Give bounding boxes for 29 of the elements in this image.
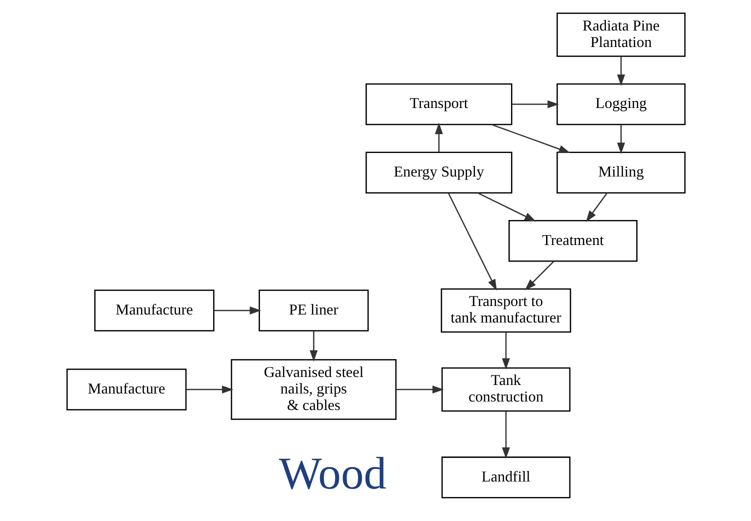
arrow: [511, 100, 558, 108]
arrow: [434, 122, 442, 152]
node-box: Manufacture: [94, 290, 214, 332]
arrow: [524, 260, 554, 290]
node-box: Transport to tank manufacturer: [440, 288, 571, 333]
arrow: [309, 331, 318, 362]
arrow: [447, 192, 496, 291]
arrow: [395, 386, 444, 394]
arrow: [501, 411, 510, 459]
node-box: Manufacture: [66, 368, 186, 410]
node-box: Galvanised steel nails, grips & cables: [230, 359, 396, 420]
arrow: [476, 192, 536, 222]
node-box: Tank construction: [440, 367, 570, 412]
arrow: [214, 306, 261, 314]
node-box: Transport: [365, 83, 512, 126]
node-box: Milling: [556, 152, 686, 194]
arrow: [585, 192, 608, 222]
arrow: [501, 332, 510, 370]
label: Wood: [278, 448, 386, 499]
arrow: [186, 386, 233, 394]
arrow: [490, 124, 570, 153]
node-box: Landfill: [440, 456, 570, 498]
arrow: [616, 56, 625, 86]
node-box: Treatment: [508, 220, 637, 262]
arrow: [616, 124, 625, 154]
node-box: Logging: [556, 83, 686, 126]
node-box: Radiata Pine Plantation: [556, 12, 686, 57]
node-box: PE liner: [258, 290, 368, 332]
node-box: Energy Supply: [365, 152, 512, 194]
